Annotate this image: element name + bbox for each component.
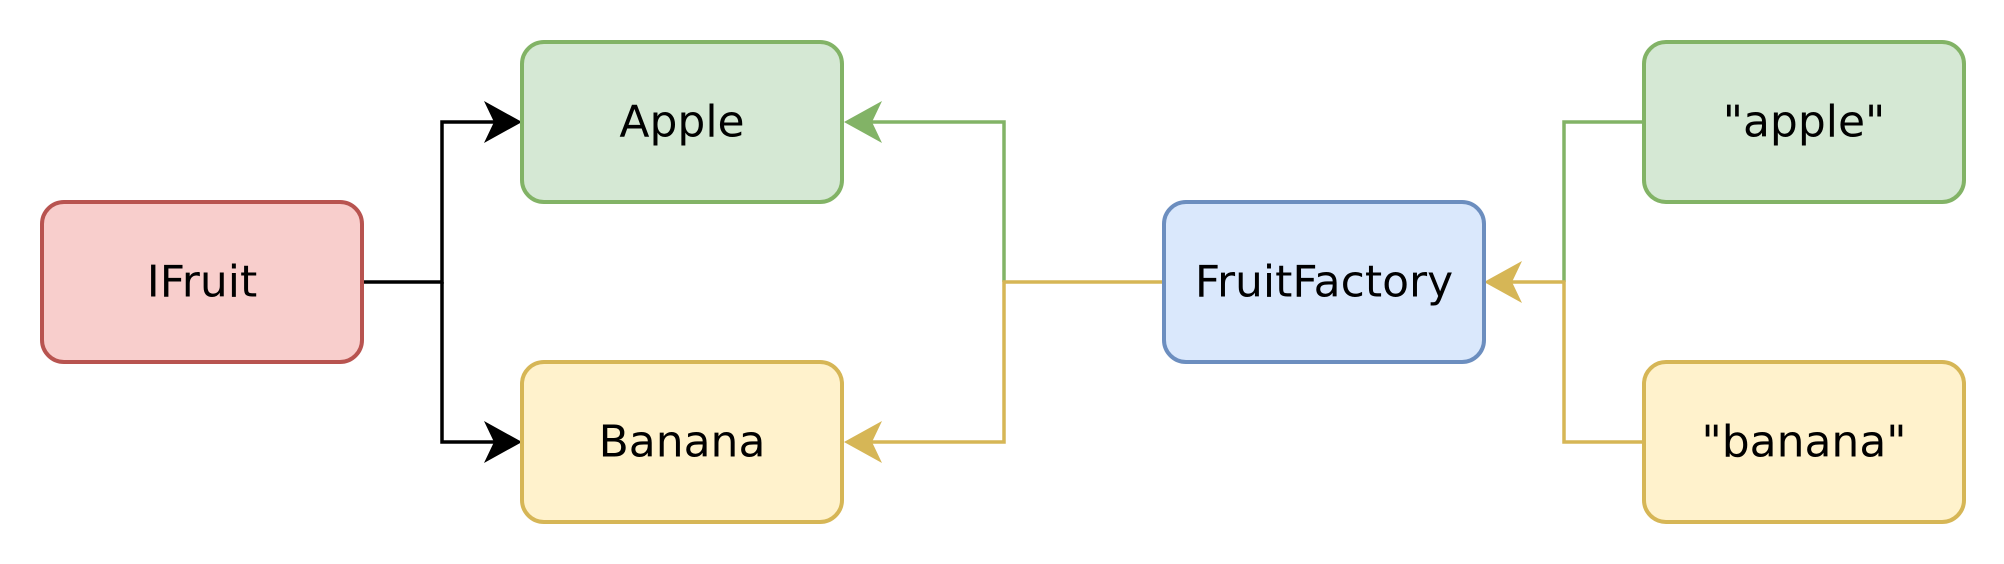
node-banana-string-label: "banana" bbox=[1701, 417, 1906, 468]
node-apple-string[interactable]: "apple" bbox=[1642, 40, 1966, 204]
arrowhead-apple-from-ifruit bbox=[484, 101, 522, 143]
edge-banana-string-to-factory bbox=[1504, 280, 1644, 444]
node-fruit-factory[interactable]: FruitFactory bbox=[1162, 200, 1486, 364]
arrowhead-apple-from-factory bbox=[844, 101, 882, 143]
edge-factory-to-apple bbox=[864, 120, 1006, 282]
node-apple[interactable]: Apple bbox=[520, 40, 844, 204]
node-banana-label: Banana bbox=[599, 417, 766, 468]
node-apple-box bbox=[520, 40, 844, 204]
node-apple-label: Apple bbox=[619, 97, 744, 148]
node-fruit-factory-box bbox=[1162, 200, 1486, 364]
node-banana-string[interactable]: "banana" bbox=[1642, 360, 1966, 524]
edge-ifruit-to-apple bbox=[364, 120, 502, 284]
arrowhead-banana-from-ifruit bbox=[484, 421, 522, 463]
edge-apple-string-to-factory bbox=[1562, 120, 1644, 282]
node-fruit-factory-label: FruitFactory bbox=[1195, 257, 1453, 308]
node-apple-string-box bbox=[1642, 40, 1966, 204]
node-banana[interactable]: Banana bbox=[520, 360, 844, 524]
node-banana-box bbox=[520, 360, 844, 524]
arrowhead-factory-from-strings bbox=[1484, 261, 1522, 303]
arrowhead-banana-from-factory bbox=[844, 421, 882, 463]
edge-factory-to-banana bbox=[864, 280, 1164, 444]
node-banana-string-box bbox=[1642, 360, 1966, 524]
node-ifruit[interactable]: IFruit bbox=[40, 200, 364, 364]
node-ifruit-box bbox=[40, 200, 364, 364]
edge-ifruit-to-banana bbox=[440, 282, 502, 444]
node-apple-string-label: "apple" bbox=[1723, 97, 1886, 148]
node-ifruit-label: IFruit bbox=[147, 257, 258, 308]
